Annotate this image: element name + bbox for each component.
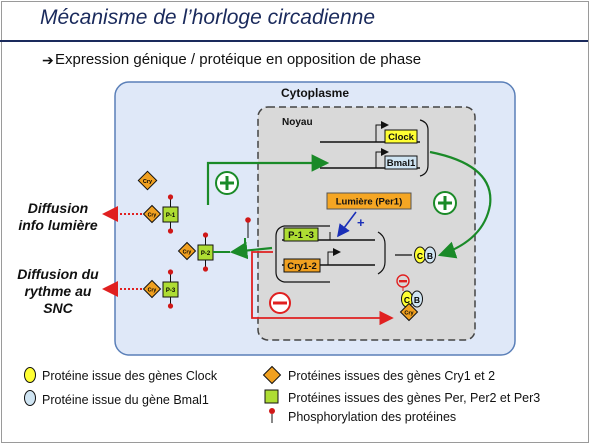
cry-on-cb: Cry — [399, 302, 419, 322]
legend-per: Protéines issues des gènes Per, Per2 et … — [288, 391, 541, 405]
per-protein-icon — [264, 389, 279, 404]
legend-cry: Protéines issues des gènes Cry1 et 2 — [288, 369, 496, 383]
cry-protein-icon — [262, 365, 282, 385]
light-plus-sign: + — [357, 215, 365, 230]
title-rule — [0, 40, 588, 42]
bmal1-gene-label: Bmal1 — [387, 158, 416, 169]
diffusion-rhythm-label: Diffusion du rythme au SNC — [17, 266, 99, 316]
cry12-gene-label: Cry1-2 — [287, 261, 317, 272]
diffusion-light-label: Diffusion info lumière — [18, 200, 98, 233]
bullet-arrow-icon: ➔ — [42, 52, 54, 68]
light-box: Lumière (Per1) + — [326, 192, 412, 238]
per-cry-genes: P-1 -3 Cry1-2 — [275, 225, 386, 283]
svg-text:C: C — [404, 295, 410, 305]
p13-gene-box — [283, 227, 319, 242]
cry12-gene-box — [283, 258, 321, 273]
clock-gene-box — [384, 129, 418, 144]
cry-protein-free: Cry — [137, 170, 158, 191]
bmal1-gene-box — [384, 155, 418, 170]
legend-bmal1: Protéine issue du gène Bmal1 — [42, 393, 209, 407]
cb-complex-lower: C B Cry — [396, 274, 423, 322]
cry-p2-complex: Cry P-2 — [177, 232, 230, 272]
repression-arrow — [251, 251, 394, 326]
activation-arrow-right — [429, 150, 492, 259]
svg-text:P-1: P-1 — [166, 213, 176, 219]
clock-gene-label: Clock — [388, 132, 415, 143]
svg-text:Cry: Cry — [148, 288, 157, 294]
svg-text:Cry: Cry — [148, 213, 157, 219]
svg-text:Cry: Cry — [404, 311, 414, 317]
bmal1-protein-icon — [24, 390, 36, 406]
svg-text:P-3: P-3 — [166, 288, 176, 294]
svg-text:B: B — [414, 295, 420, 305]
phospho-marker-nucleus — [245, 217, 251, 238]
nucleus-label: Noyau — [282, 117, 313, 128]
legend-clock: Protéine issue des gènes Clock — [42, 369, 218, 383]
legend-phospho: Phosphorylation des protéines — [288, 410, 457, 424]
page-title: Mécanisme de l’horloge circadienne — [40, 6, 376, 29]
phospho-icon — [269, 408, 275, 423]
svg-text:B: B — [427, 251, 433, 261]
clock-protein-icon — [24, 367, 36, 383]
cb-complex-upper: C B — [414, 246, 436, 264]
cytoplasm-label: Cytoplasme — [281, 86, 349, 100]
p13-gene-label: P-1 -3 — [288, 230, 314, 241]
svg-text:Cry: Cry — [183, 250, 192, 256]
svg-text:Cry: Cry — [143, 179, 153, 185]
subtitle: Expression génique / protéique en opposi… — [55, 51, 422, 68]
activation-arrow-top — [206, 154, 330, 205]
light-box-label: Lumière (Per1) — [336, 197, 403, 208]
light-arrow — [337, 211, 357, 238]
cry-p3-complex: Cry P-3 — [142, 269, 179, 309]
svg-text:C: C — [417, 251, 423, 261]
svg-text:P-2: P-2 — [201, 251, 211, 257]
export-arrow — [229, 238, 273, 260]
clock-bmal1-genes: Clock Bmal1 — [320, 119, 429, 177]
cry-p1-complex: Cry P-1 — [142, 194, 179, 234]
